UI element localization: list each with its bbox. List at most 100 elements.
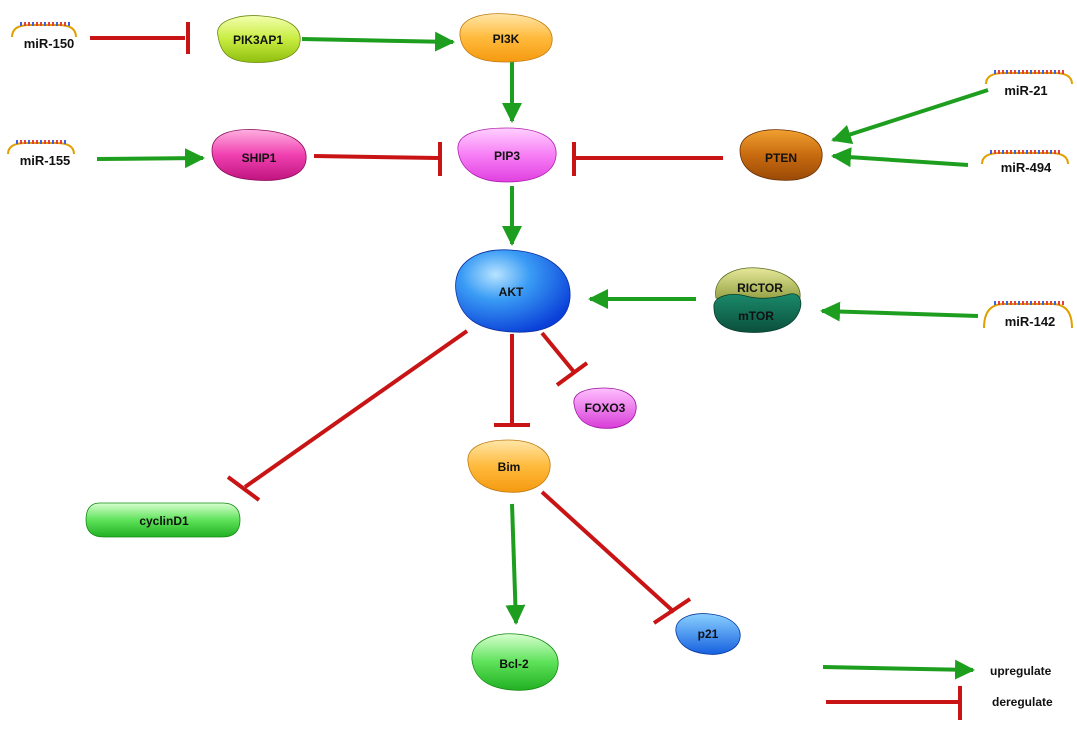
mirna-bead xyxy=(1006,301,1008,305)
activate-edge-mir21-pten xyxy=(831,88,989,144)
mirna-bead xyxy=(1042,70,1044,74)
mirna-bead xyxy=(1058,70,1060,74)
node-pi3k: PI3K xyxy=(459,13,553,63)
node-pten: PTEN xyxy=(739,129,823,181)
node-p21: p21 xyxy=(675,613,741,655)
mirna-bead xyxy=(1058,301,1060,305)
mirna-bead xyxy=(1022,150,1024,154)
edges xyxy=(90,22,989,625)
mirna-bead xyxy=(994,70,996,74)
mirna-bead xyxy=(56,140,58,144)
mirna-bead xyxy=(40,22,42,26)
mirna-bead xyxy=(1050,70,1052,74)
pip3-label: PIP3 xyxy=(494,149,520,163)
mirna-bead xyxy=(1038,301,1040,305)
mirna-bead xyxy=(32,140,34,144)
mirna-bead xyxy=(60,140,62,144)
mirna-bead xyxy=(1010,301,1012,305)
legend-deregulate-label: deregulate xyxy=(992,695,1053,709)
pi3k-label: PI3K xyxy=(493,32,520,46)
mirna-bead xyxy=(1018,301,1020,305)
mirna-bead xyxy=(1030,150,1032,154)
mirna-bead xyxy=(28,140,30,144)
mirna-bead xyxy=(1038,150,1040,154)
inhibit-edge-akt-bim xyxy=(494,334,530,427)
mirna-bead xyxy=(998,150,1000,154)
node-foxo3: FOXO3 xyxy=(573,387,637,429)
mirna-bead xyxy=(1054,150,1056,154)
mirna-bead xyxy=(1026,301,1028,305)
mirna-bead xyxy=(1034,150,1036,154)
legend: upregulate deregulate xyxy=(822,659,1053,720)
mirna-bead xyxy=(1022,70,1024,74)
mirna-bead xyxy=(1046,70,1048,74)
mirna-bead xyxy=(1050,301,1052,305)
bim-label: Bim xyxy=(498,460,521,474)
mirna-bead xyxy=(20,140,22,144)
mirna-bead xyxy=(20,22,22,26)
inhibit-edge-bim-p21 xyxy=(540,490,692,625)
inhibit-edge-mir150-pik3ap1 xyxy=(90,22,190,54)
mirna-bead xyxy=(1054,301,1056,305)
mirna-bead xyxy=(1038,70,1040,74)
node-ship1: SHIP1 xyxy=(211,129,307,181)
mirna-bead xyxy=(64,140,66,144)
mirna-bead xyxy=(1058,150,1060,154)
mirna-bead xyxy=(1002,150,1004,154)
mirna-glyph-mir21 xyxy=(985,70,1073,85)
mirna-bead xyxy=(998,70,1000,74)
legend-upregulate-label: upregulate xyxy=(990,664,1052,678)
activate-edge-mir155-ship1 xyxy=(96,148,205,169)
pik3ap1-label: PIK3AP1 xyxy=(233,33,283,47)
mir155-label: miR-155 xyxy=(20,153,71,168)
legend-deregulate-bar xyxy=(826,686,962,720)
mirna-bead xyxy=(40,140,42,144)
mirna-glyph-mir150 xyxy=(11,22,77,38)
mirna-bead xyxy=(1026,150,1028,154)
node-cyclind1: cyclinD1 xyxy=(85,502,241,538)
mirna-bead xyxy=(1062,70,1064,74)
mirna-bead xyxy=(1022,301,1024,305)
mirna-glyph-mir494 xyxy=(981,150,1069,165)
mirna-bead xyxy=(56,22,58,26)
mirna-bead xyxy=(990,150,992,154)
mirna-bead xyxy=(994,301,996,305)
inhibit-edge-akt-foxo3 xyxy=(540,331,589,387)
mirna-bead xyxy=(48,22,50,26)
mir150-label: miR-150 xyxy=(24,36,75,51)
p21-label: p21 xyxy=(698,627,719,641)
mirna-bead xyxy=(28,22,30,26)
mir21-label: miR-21 xyxy=(1004,83,1047,98)
mirna-bead xyxy=(44,22,46,26)
mirna-glyph-mir155 xyxy=(7,140,75,155)
inhibit-edge-ship1-pip3 xyxy=(313,142,442,176)
foxo3-label: FOXO3 xyxy=(585,401,626,415)
mirna-bead xyxy=(1030,70,1032,74)
mirna-bead xyxy=(68,22,70,26)
activate-edge-mir142-mtor xyxy=(820,301,979,322)
activate-edge-mir494-pten xyxy=(831,147,969,168)
akt-label: AKT xyxy=(499,285,524,299)
mirna-bead xyxy=(1034,70,1036,74)
mtor-label: mTOR xyxy=(738,309,774,323)
cyclind1-label: cyclinD1 xyxy=(139,514,189,528)
mirna-bead xyxy=(1042,301,1044,305)
mirna-bead xyxy=(1014,70,1016,74)
mir494-label: miR-494 xyxy=(1001,160,1052,175)
mirna-bead xyxy=(52,22,54,26)
mirna-bead xyxy=(1046,150,1048,154)
mirna-glyph-mir142 xyxy=(983,301,1073,329)
mirna-bead xyxy=(44,140,46,144)
mirna-bead xyxy=(1002,301,1004,305)
mirna-bead xyxy=(24,140,26,144)
mirna-bead xyxy=(36,22,38,26)
mirna-bead xyxy=(1014,301,1016,305)
node-pip3: PIP3 xyxy=(457,127,557,183)
mirna-bead xyxy=(1010,70,1012,74)
mirna-bead xyxy=(1042,150,1044,154)
mirna-bead xyxy=(994,150,996,154)
bcl2-label: Bcl-2 xyxy=(499,657,529,671)
mirna-bead xyxy=(52,140,54,144)
mirna-bead xyxy=(48,140,50,144)
